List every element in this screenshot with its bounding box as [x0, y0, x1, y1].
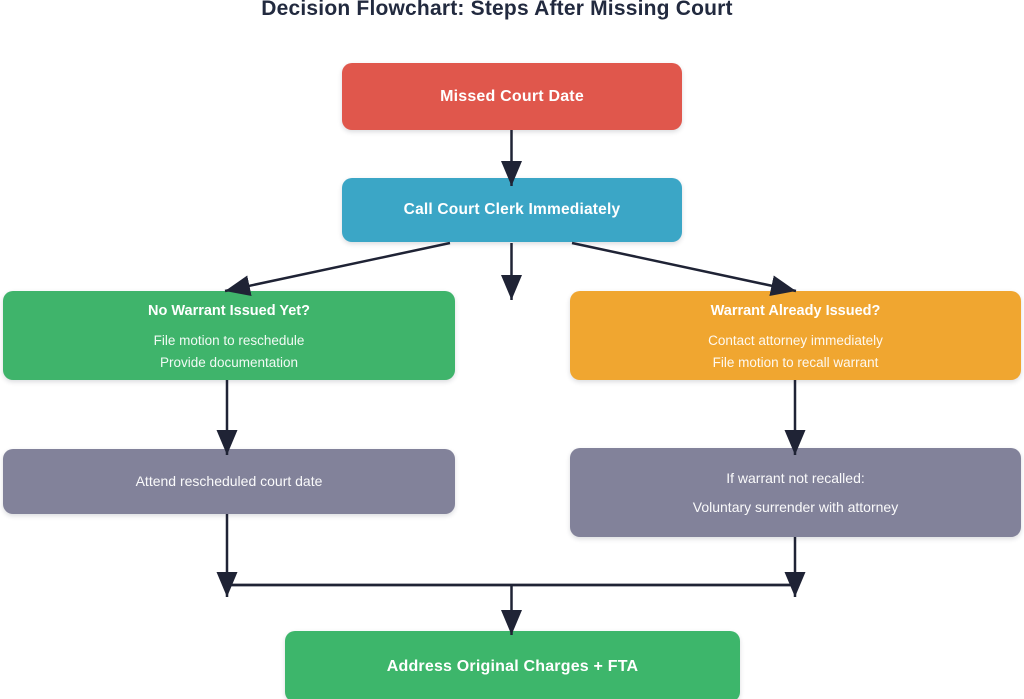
node-no-warrant-line-1: File motion to reschedule: [153, 332, 305, 348]
page-title: Decision Flowchart: Steps After Missing …: [261, 0, 733, 20]
node-warrant-line-2: File motion to recall warrant: [712, 355, 879, 370]
node-no-warrant-line-2: Provide documentation: [159, 355, 299, 370]
node-warrant-heading: Warrant Already Issued?: [710, 302, 881, 319]
node-call-court-clerk: Call Court Clerk Immediately: [342, 178, 682, 242]
node-address-charges-label: Address Original Charges + FTA: [386, 657, 639, 675]
arrow-call-to-nowarrant: [224, 241, 451, 297]
node-no-warrant-issued: No Warrant Issued Yet? File motion to re…: [3, 291, 455, 380]
node-missed-court-date-label: Missed Court Date: [440, 87, 584, 105]
node-warrant-not-recalled-line-1: If warrant not recalled:: [726, 469, 865, 486]
node-missed-court-date: Missed Court Date: [342, 63, 682, 130]
arrow-call-to-warrant: [571, 241, 797, 297]
node-warrant-not-recalled-line-2: Voluntary surrender with attorney: [692, 498, 899, 515]
node-warrant-line-1: Contact attorney immediately: [708, 332, 883, 348]
node-address-charges: Address Original Charges + FTA: [285, 631, 740, 699]
node-warrant-not-recalled: If warrant not recalled: Voluntary surre…: [570, 448, 1021, 537]
node-attend-rescheduled: Attend rescheduled court date: [3, 449, 455, 514]
node-call-court-clerk-label: Call Court Clerk Immediately: [403, 201, 621, 218]
node-no-warrant-heading: No Warrant Issued Yet?: [148, 302, 310, 319]
node-warrant-already-issued: Warrant Already Issued? Contact attorney…: [570, 291, 1021, 380]
node-attend-rescheduled-label: Attend rescheduled court date: [135, 473, 323, 489]
